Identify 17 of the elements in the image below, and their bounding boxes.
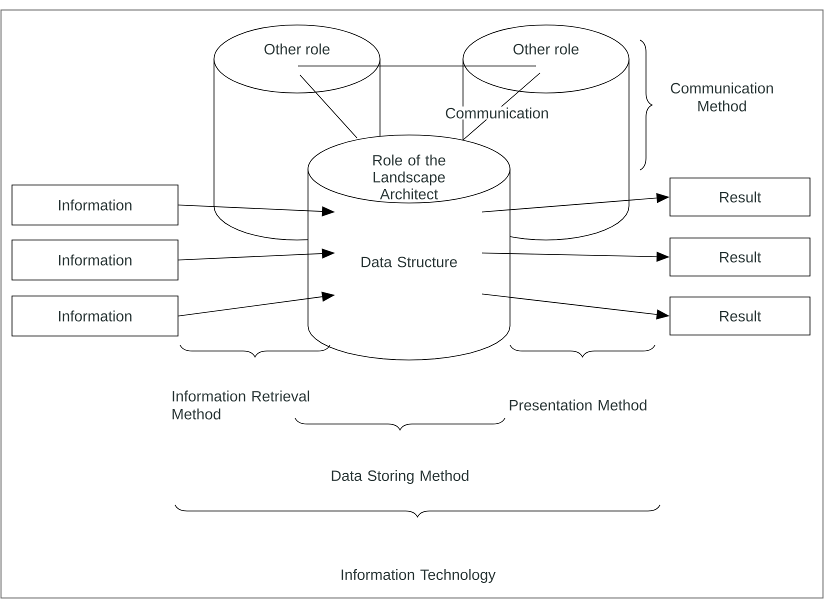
brace-label: Presentation Method xyxy=(510,400,646,410)
cylinder: Role of the Landscape Architect Data Structure xyxy=(308,134,510,360)
box: Result xyxy=(670,296,810,336)
box: Result xyxy=(670,178,810,216)
edge-label: Communication xyxy=(444,106,550,120)
cylinder-top: Other role xyxy=(462,24,630,94)
node-label: Role of the xyxy=(373,154,446,166)
box: Information xyxy=(12,240,178,280)
brace-label: Data Storing Method xyxy=(332,470,468,484)
brace-label: Communication Method xyxy=(670,82,773,112)
connector-line xyxy=(300,74,358,138)
brace-label: Information Technology xyxy=(342,569,496,583)
box: Result xyxy=(670,238,810,276)
box: Information xyxy=(12,296,178,336)
box: Information xyxy=(12,184,178,226)
cylinder-top: Other role xyxy=(214,24,380,94)
brace-label: Information Retrieval Method xyxy=(172,390,310,420)
